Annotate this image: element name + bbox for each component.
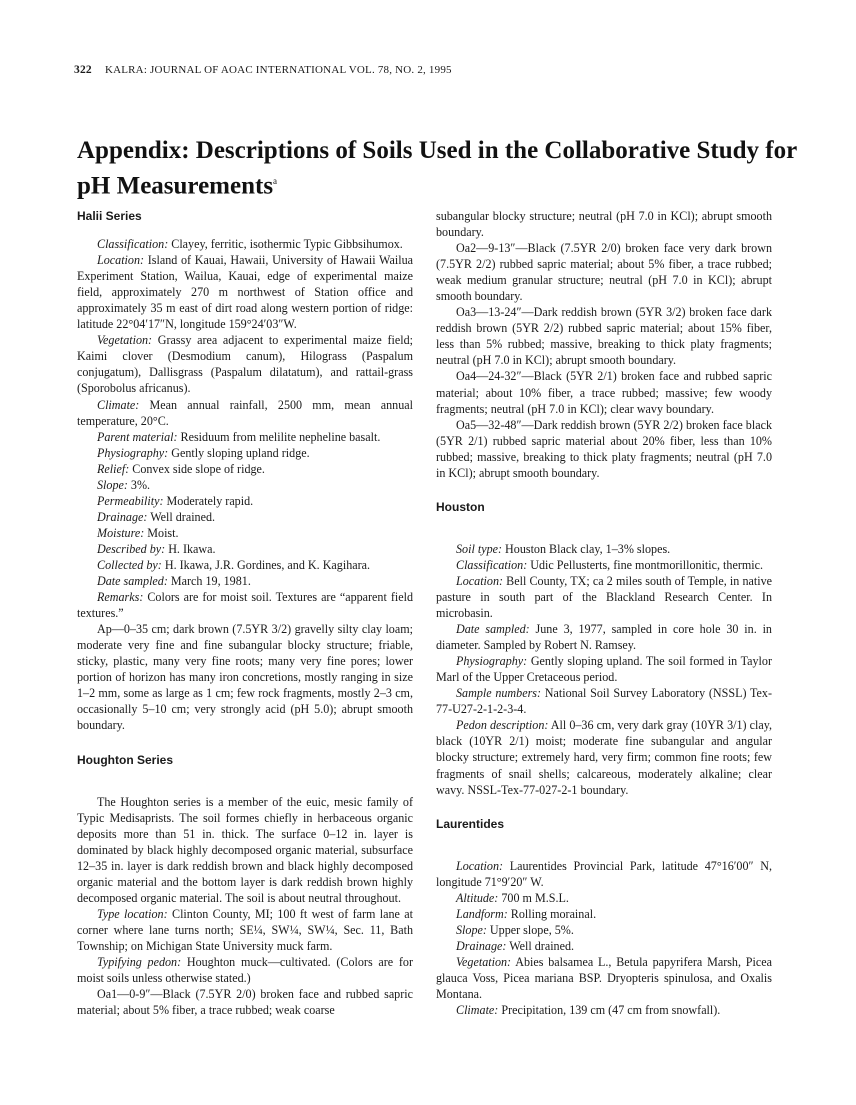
halii-described-by: Described by: H. Ikawa. (97, 541, 216, 556)
laurentides-vegetation: Vegetation: Abies balsamea L., Betula pa… (436, 954, 772, 1002)
halii-physiography: Physiography: Gently sloping upland ridg… (97, 445, 310, 460)
houghton-oa5-horizon: Oa5—32-48″—Dark reddish brown (5YR 2/2) … (436, 417, 772, 480)
houghton-type-location: Type location: Clinton County, MI; 100 f… (77, 906, 414, 953)
houghton-oa4-horizon: Oa4—24-32″—Black (5YR 2/1) broken face a… (436, 369, 772, 416)
left-column: Halii Series Classification: Clayey, fer… (77, 208, 413, 1018)
article-title: Appendix: Descriptions of Soils Used in … (77, 136, 797, 201)
houston-sample-numbers: Sample numbers: National Soil Survey Lab… (436, 686, 772, 717)
title-footnote-mark: a (273, 176, 278, 186)
houston-pedon-description: Pedon description: All 0–36 cm, very dar… (436, 718, 772, 797)
laurentides-location: Location: Laurentides Provincial Park, l… (436, 858, 772, 889)
halii-relief: Relief: Convex side slope of ridge. (97, 461, 265, 476)
houghton-oa1-continued: subangular blocky structure; neutral (pH… (436, 209, 772, 240)
page-number: 322 (74, 64, 92, 76)
halii-climate: Climate: Mean annual rainfall, 2500 mm, … (77, 397, 413, 428)
halii-slope: Slope: 3%. (97, 477, 151, 492)
section-heading-houston: Houston (436, 499, 485, 514)
title-text: Appendix: Descriptions of Soils Used in … (77, 137, 797, 200)
halii-moisture: Moisture: Moist. (97, 525, 179, 540)
right-column: subangular blocky structure; neutral (pH… (436, 208, 772, 1018)
journal-citation: KALRA: JOURNAL OF AOAC INTERNATIONAL VOL… (104, 64, 452, 76)
halii-vegetation: Vegetation: Grassy area adjacent to expe… (77, 333, 413, 396)
houghton-oa1-horizon: Oa1—0-9″—Black (7.5YR 2/0) broken face a… (77, 987, 413, 1018)
laurentides-landform: Landform: Rolling morainal. (456, 906, 597, 921)
houston-soil-type: Soil type: Houston Black clay, 1–3% slop… (456, 541, 671, 556)
houston-date-sampled: Date sampled: June 3, 1977, sampled in c… (436, 622, 772, 653)
houghton-oa2-horizon: Oa2—9-13″—Black (7.5YR 2/0) broken face … (436, 241, 772, 304)
halii-ap-horizon: Ap—0–35 cm; dark brown (7.5YR 3/2) grave… (77, 622, 413, 733)
halii-remarks: Remarks: Colors are for moist soil. Text… (77, 590, 413, 621)
laurentides-climate: Climate: Precipitation, 139 cm (47 cm fr… (456, 1003, 721, 1018)
laurentides-altitude: Altitude: 700 m M.S.L. (456, 890, 569, 905)
houston-location: Location: Bell County, TX; ca 2 miles so… (436, 573, 772, 621)
halii-classification: Classification: Clayey, ferritic, isothe… (97, 237, 403, 252)
halii-collected-by: Collected by: H. Ikawa, J.R. Gordines, a… (97, 557, 371, 572)
houston-physiography: Physiography: Gently sloping upland. The… (436, 654, 772, 685)
halii-parent-material: Parent material: Residuum from melilite … (97, 429, 381, 444)
halii-permeability: Permeability: Moderately rapid. (97, 493, 254, 508)
laurentides-slope: Slope: Upper slope, 5%. (456, 922, 574, 937)
laurentides-drainage: Drainage: Well drained. (456, 938, 575, 953)
halii-drainage: Drainage: Well drained. (97, 509, 216, 524)
houghton-typifying-pedon: Typifying pedon: Houghton muck—cultivate… (77, 955, 413, 986)
halii-date-sampled: Date sampled: March 19, 1981. (97, 574, 251, 589)
section-heading-halii: Halii Series (77, 209, 142, 223)
running-head: 322 KALRA: JOURNAL OF AOAC INTERNATIONAL… (74, 64, 452, 76)
halii-location: Location: Island of Kauai, Hawaii, Unive… (77, 253, 413, 332)
section-heading-laurentides: Laurentides (436, 816, 505, 831)
section-heading-houghton: Houghton Series (77, 752, 174, 767)
houghton-oa3-horizon: Oa3—13-24″—Dark reddish brown (5YR 3/2) … (436, 305, 772, 368)
houghton-intro: The Houghton series is a member of the e… (77, 794, 413, 905)
houston-classification: Classification: Udic Pellusterts, fine m… (456, 557, 764, 572)
